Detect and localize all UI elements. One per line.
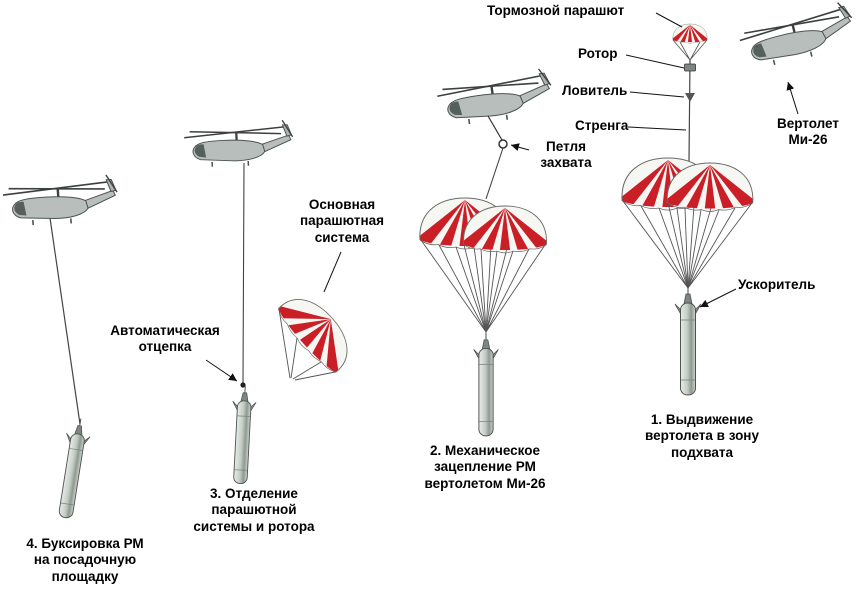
leader-main-chute xyxy=(323,251,342,293)
shroud-lines-back-stage1 xyxy=(622,200,714,289)
jettisoned-shroud-lines xyxy=(278,308,336,381)
rocket-module-stage1 xyxy=(674,285,702,396)
tow-line xyxy=(49,217,81,425)
leader-brake-chute xyxy=(655,12,683,28)
label-capture-loop: Петля захвата xyxy=(540,139,592,171)
helicopter-stage3 xyxy=(182,118,296,171)
label-brake-chute: Тормозной парашют xyxy=(487,3,625,18)
leader-auto-release xyxy=(205,359,238,382)
caption-stage1: 1. Выдвижение вертолета в зону подхвата xyxy=(645,412,759,460)
caption-stage3: 3. Отделение парашютной системы и ротора xyxy=(193,486,315,534)
auto-release-point xyxy=(240,382,246,388)
leader-booster xyxy=(699,288,737,308)
label-catcher: Ловитель xyxy=(562,83,628,98)
rotor-pack xyxy=(684,63,696,72)
capture-loop xyxy=(498,139,508,149)
leader-strenga xyxy=(627,126,687,131)
leader-catcher xyxy=(629,91,685,98)
rocket-module-stage4 xyxy=(52,416,94,520)
shroud-lines-back-stage2 xyxy=(420,239,510,333)
caption-stage4: 4. Буксировка РМ на посадочную площадку xyxy=(26,536,144,584)
strenga-line xyxy=(688,59,691,162)
scene-stage-3 xyxy=(182,118,363,485)
jettisoned-parachute xyxy=(271,284,363,380)
scene-stage-2 xyxy=(417,66,557,437)
brake-chute-lines xyxy=(672,39,708,61)
rocket-module-stage2 xyxy=(473,331,499,437)
helicopter-stage2 xyxy=(434,66,557,131)
riser-line xyxy=(485,147,504,200)
label-strenga: Стренга xyxy=(575,118,629,133)
leader-lines xyxy=(205,12,799,382)
scene-stage-1 xyxy=(619,0,857,396)
caption-stage2: 2. Механическое зацепление РМ вертолетом… xyxy=(424,443,546,491)
grapple-line xyxy=(487,115,503,141)
leader-rotor xyxy=(625,54,685,69)
label-booster: Ускоритель xyxy=(738,277,816,292)
shroud-lines-front-stage1 xyxy=(667,202,753,289)
leader-helicopter xyxy=(786,81,799,115)
helicopter-stage1 xyxy=(735,0,857,74)
helicopter-stage4 xyxy=(0,172,121,230)
scene-stage-4 xyxy=(0,172,121,520)
label-rotor: Ротор xyxy=(578,46,618,61)
rocket-module-stage3 xyxy=(228,384,258,485)
leader-capture-loop xyxy=(510,143,530,151)
catcher-mark xyxy=(685,93,695,102)
shroud-lines-front-stage2 xyxy=(463,244,546,333)
label-main-chute-system: Основная парашютная система xyxy=(299,197,384,245)
suspension-line xyxy=(242,162,245,384)
brake-parachute xyxy=(672,24,708,44)
label-helicopter-mi26: Вертолет Ми-26 xyxy=(776,116,839,148)
label-auto-release: Автоматическая отцепка xyxy=(110,323,220,355)
